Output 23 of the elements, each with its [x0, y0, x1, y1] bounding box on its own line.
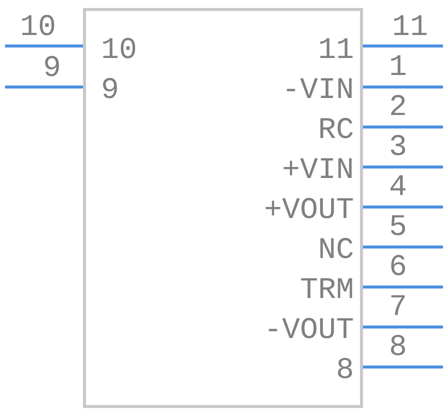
pin-number: 8 [389, 333, 407, 363]
pin-number: 11 [392, 13, 428, 43]
pin-number: 1 [389, 53, 407, 83]
pin-name: +VIN [282, 156, 354, 186]
pin-name: -VIN [282, 76, 354, 106]
pin-name: 8 [336, 356, 354, 386]
pin-number: 5 [389, 213, 407, 243]
chip-body [83, 8, 363, 408]
pin-name: -VOUT [264, 316, 354, 346]
pin-name: +VOUT [264, 196, 354, 226]
pin-number: 10 [20, 13, 56, 43]
pin-name: RC [318, 116, 354, 146]
pin-number: 2 [389, 93, 407, 123]
pin-number: 3 [389, 133, 407, 163]
pin-name: TRM [300, 276, 354, 306]
pin-name: NC [318, 236, 354, 266]
pin-name: 11 [318, 36, 354, 66]
pin-number: 9 [43, 54, 61, 84]
pin-name: 9 [101, 76, 120, 106]
pin-name: 10 [101, 36, 138, 66]
pin-number: 7 [389, 293, 407, 323]
pin-number: 6 [389, 253, 407, 283]
pin-number: 4 [389, 173, 407, 203]
